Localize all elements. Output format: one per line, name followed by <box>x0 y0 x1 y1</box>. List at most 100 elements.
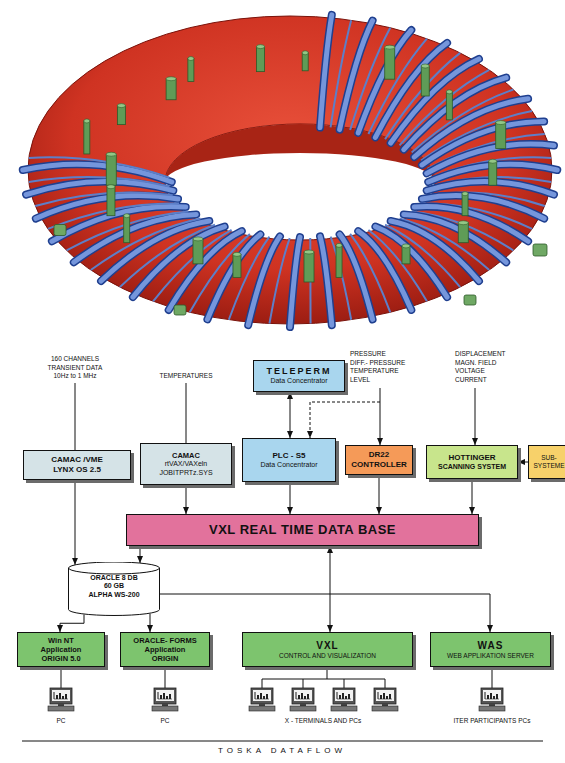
terminal-wire <box>303 679 304 688</box>
computer-icon <box>48 688 74 711</box>
coil <box>133 227 225 298</box>
port-pipe <box>458 223 468 243</box>
connector-arrow <box>150 614 151 632</box>
port-cap <box>496 121 506 125</box>
box-text: WEB APPLIKATION SERVER <box>447 652 534 660</box>
port-cap <box>193 237 203 241</box>
box-title: Win NT <box>41 636 82 645</box>
port-cap <box>402 244 410 248</box>
coil-outline <box>248 236 280 325</box>
signal-label: LEVEL <box>350 376 370 383</box>
port-pipe <box>84 121 90 154</box>
box-text: Data Concentrator <box>260 461 317 469</box>
signal-line-dashed <box>310 402 380 438</box>
coil-band <box>229 237 270 320</box>
port-cap <box>188 57 194 61</box>
signal-label: TRANSIENT DATA <box>48 364 103 371</box>
signal-label: MAGN. FIELD <box>455 359 497 366</box>
signal-line <box>380 388 381 445</box>
box-text: SCANNING SYSTEM <box>438 463 506 471</box>
computer-icon <box>290 688 316 711</box>
box-content: HOTTINGERSCANNING SYSTEM <box>435 451 509 473</box>
signal-label: DISPLACEMENT <box>455 350 506 357</box>
computer-icon <box>331 688 357 711</box>
box-title: HOTTINGER <box>438 453 506 463</box>
box-title: SUB- SYSTEME <box>532 454 565 470</box>
coil-outline <box>133 227 225 298</box>
terminal-label: PC <box>160 717 169 724</box>
coil-outline <box>320 15 332 128</box>
box-text: 60 GB <box>88 582 139 590</box>
connector-arrow <box>518 462 528 463</box>
box-content: CAMAC /VMELYNX OS 2.5 <box>48 453 106 476</box>
coil-band <box>29 177 170 186</box>
terminal-wire <box>262 679 385 680</box>
box-content: TELEPERMData Concentrator <box>263 364 334 387</box>
signal-label: DIFF.- PRESSURE <box>350 359 405 366</box>
port-pipe <box>188 59 194 82</box>
port-box <box>464 295 476 305</box>
terminal-wire <box>262 679 263 688</box>
process-box: CAMACrtVAX/VAXelnJOBITPRTz.SYS <box>140 443 232 485</box>
coil <box>320 15 332 128</box>
process-box: CAMAC /VMELYNX OS 2.5 <box>23 450 131 480</box>
port-cap <box>302 51 308 55</box>
coil-outline <box>290 237 300 327</box>
field-coils <box>23 15 557 327</box>
port-pipe <box>124 216 130 243</box>
terminal-label: X - TERMINALS AND PCs <box>285 717 361 724</box>
coil <box>290 237 300 327</box>
connector-arrow <box>160 594 490 632</box>
connector-arrow <box>472 479 473 514</box>
box-title: ORACLE- FORMS <box>133 636 196 645</box>
port-pipe <box>302 53 308 71</box>
process-box: WASWEB APPLIKATION SERVER <box>430 632 551 667</box>
process-box: Win NTApplicationORIGIN 5.0 <box>17 632 105 667</box>
port-cap <box>166 77 176 81</box>
coil <box>340 234 373 319</box>
coil-outline <box>320 236 332 325</box>
box-content: VXLCONTROL AND VISUALIZATION <box>276 638 379 662</box>
computer-icon <box>152 688 178 711</box>
box-title: VXL <box>279 640 376 652</box>
port-pipe <box>233 254 241 277</box>
computer-icon <box>372 688 398 711</box>
coil-outline <box>340 234 373 319</box>
port-pipe <box>304 252 314 282</box>
box-title: VXL REAL TIME DATA BASE <box>209 522 396 538</box>
terminal-wire <box>165 668 166 688</box>
port-pipe <box>402 246 410 264</box>
coil-band <box>120 225 215 287</box>
coil <box>391 59 479 143</box>
port-box <box>533 244 547 256</box>
signal-line <box>475 388 476 445</box>
torus <box>23 15 557 327</box>
port-cap <box>446 90 452 94</box>
port-cap <box>257 45 265 49</box>
coil-band <box>368 230 426 301</box>
connector-arrow <box>186 485 187 514</box>
box-content: SUB- SYSTEME <box>529 452 565 472</box>
connector-arrow <box>140 546 141 563</box>
port-cap <box>336 243 342 247</box>
port-pipe <box>166 79 176 100</box>
connector-arrow <box>75 480 76 565</box>
computer-icon <box>249 688 275 711</box>
box-content: ORACLE 8 DB60 GBALPHA WS-200 <box>85 562 142 601</box>
process-box: TELEPERMData Concentrator <box>253 360 345 392</box>
connector-arrow <box>290 392 291 438</box>
box-text: Data Concentrator <box>266 377 331 385</box>
box-title: DR22 <box>351 450 407 460</box>
port-cap <box>84 119 90 123</box>
port-pipe <box>496 123 506 149</box>
port-cap <box>124 214 130 218</box>
connector-arrow <box>60 615 84 632</box>
coil-band <box>29 157 170 177</box>
process-box: SUB- SYSTEME <box>528 445 565 479</box>
box-text: Application <box>41 645 82 654</box>
port-cap <box>233 252 241 256</box>
signal-label: TEMPERATURES <box>160 372 213 379</box>
caption: TOSKA DATAFLOW <box>218 746 346 755</box>
